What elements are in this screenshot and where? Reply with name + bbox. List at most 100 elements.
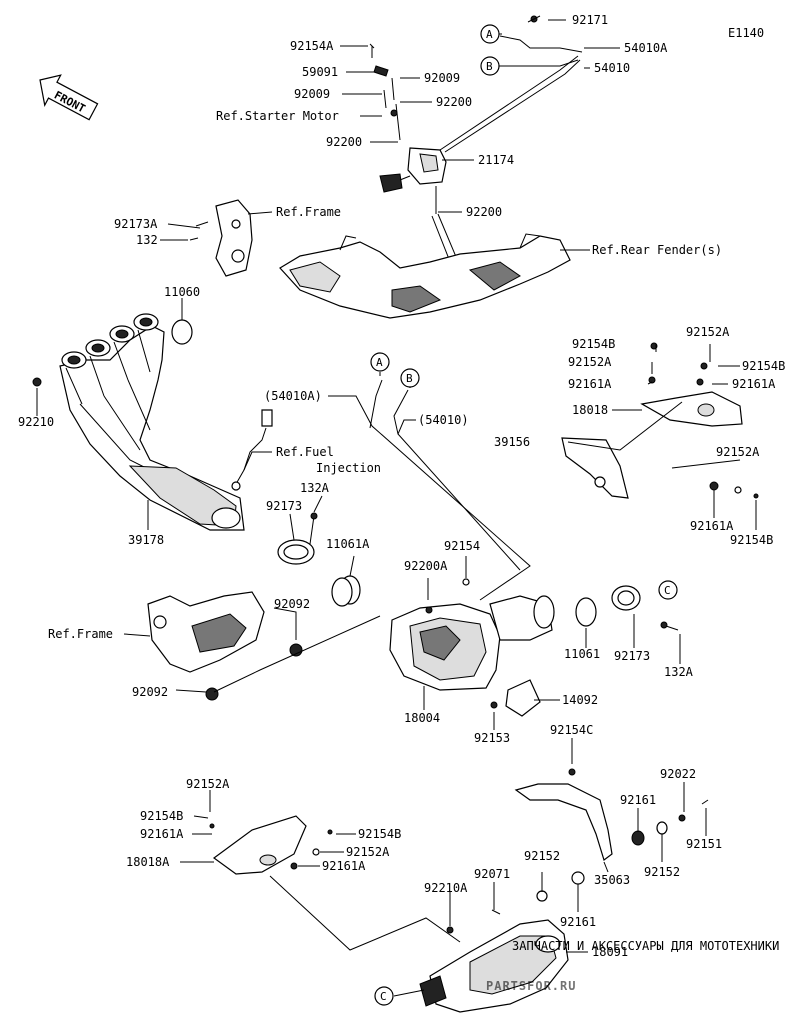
part-label: 35063 <box>594 873 630 887</box>
part-label: 18091 <box>592 945 628 959</box>
part-label: 21174 <box>478 153 514 167</box>
part-label: 92154B <box>572 337 615 351</box>
callout-a-top: A <box>480 24 500 44</box>
part-label: 132A <box>664 665 694 679</box>
callout-c-right-label: C <box>664 584 671 597</box>
part-label: (54010) <box>418 413 469 427</box>
part-label: Injection <box>316 461 381 475</box>
part-label: 92173 <box>614 649 650 663</box>
part-label: Ref.Rear Fender(s) <box>592 243 722 257</box>
part-label: Ref.Fuel <box>276 445 334 459</box>
part-label: 92154A <box>290 39 334 53</box>
watermark-tagline: ЗАПЧАСТИ И АКСЕССУАРЫ ДЛЯ МОТОТЕХНИКИ <box>512 939 779 953</box>
part-label: 54010 <box>594 61 630 75</box>
clamp-assembly-right <box>575 585 679 631</box>
exhaust-header-pipes <box>32 313 245 531</box>
part-label: 92200 <box>326 135 362 149</box>
part-label: 92154B <box>742 359 785 373</box>
part-label: 18004 <box>404 711 440 725</box>
part-label: 14092 <box>562 693 598 707</box>
part-label: 59091 <box>302 65 338 79</box>
callout-b-top: B <box>480 56 500 76</box>
callout-a-mid: A <box>370 352 390 372</box>
front-arrow-icon: FRONT <box>39 74 99 121</box>
part-label: 92152 <box>524 849 560 863</box>
diagram-code: E1140 <box>728 26 764 40</box>
callout-c-right: C <box>658 580 678 600</box>
part-label: Ref.Frame <box>276 205 341 219</box>
part-label: 11061 <box>564 647 600 661</box>
part-label: 92173A <box>114 217 158 231</box>
heat-guard-18018 <box>561 342 759 499</box>
callout-c-bottom: C <box>374 986 394 1006</box>
oxygen-sensor <box>231 409 273 491</box>
heat-guard-18018a <box>209 815 333 875</box>
part-label: 92210 <box>18 415 54 429</box>
part-label: 92161A <box>568 377 612 391</box>
part-label: 92171 <box>572 13 608 27</box>
silencer-bracket-35063 <box>514 768 709 902</box>
part-label: 11060 <box>164 285 200 299</box>
part-label: 92161 <box>560 915 596 929</box>
part-label: 18018A <box>126 855 170 869</box>
part-label: 92009 <box>294 87 330 101</box>
part-label: 92154B <box>730 533 773 547</box>
part-label: 92022 <box>660 767 696 781</box>
part-label: Ref.Frame <box>48 627 113 641</box>
part-label: 92151 <box>686 837 722 851</box>
part-label: 92154B <box>140 809 183 823</box>
clamp-92173 <box>277 512 318 565</box>
part-label: 92173 <box>266 499 302 513</box>
watermark-logo: PARTSFOR.RU <box>486 979 576 993</box>
part-label: 132A <box>300 481 330 495</box>
part-label: 92009 <box>424 71 460 85</box>
part-label: 92154B <box>358 827 401 841</box>
part-label: 92154 <box>444 539 480 553</box>
callout-c-bottom-label: C <box>380 990 387 1003</box>
part-label: 92200 <box>436 95 472 109</box>
part-label: 92161 <box>620 793 656 807</box>
part-label: 92161A <box>140 827 184 841</box>
part-label: 92161A <box>322 859 366 873</box>
silencer-18091 <box>419 909 569 1013</box>
callout-b-mid: B <box>400 368 420 388</box>
part-label: 132 <box>136 233 158 247</box>
gasket-11061a <box>331 575 361 607</box>
part-label: 92152 <box>644 865 680 879</box>
part-label: 39178 <box>128 533 164 547</box>
actuator-assembly <box>369 15 583 293</box>
frame-bracket-upper <box>189 199 253 277</box>
callout-b-mid-label: B <box>406 372 413 385</box>
part-label: 18018 <box>572 403 608 417</box>
part-label: 92071 <box>474 867 510 881</box>
part-label: 92152A <box>716 445 760 459</box>
part-label: 92161A <box>690 519 734 533</box>
part-label: 92152A <box>186 777 230 791</box>
part-label: 92161A <box>732 377 776 391</box>
part-label: 92153 <box>474 731 510 745</box>
part-label: 39156 <box>494 435 530 449</box>
leader-lines <box>36 19 757 997</box>
part-label: 54010A <box>624 41 668 55</box>
callout-a-mid-label: A <box>376 356 383 369</box>
part-label: 92210A <box>424 881 468 895</box>
part-label: 92152A <box>686 325 730 339</box>
part-label: 92154C <box>550 723 593 737</box>
part-label: (54010A) <box>264 389 322 403</box>
part-label: 92152A <box>568 355 612 369</box>
part-label: 11061A <box>326 537 370 551</box>
frame-bracket-lower <box>147 591 303 701</box>
watermark: ЗАПЧАСТИ И АКСЕССУАРЫ ДЛЯ МОТОТЕХНИКИ PA… <box>486 939 779 993</box>
callout-b-top-label: B <box>486 60 493 73</box>
part-label: 92200 <box>466 205 502 219</box>
exhaust-chamber-18004 <box>389 578 555 717</box>
part-label: 92092 <box>132 685 168 699</box>
callout-a-top-label: A <box>486 28 493 41</box>
part-label: 92092 <box>274 597 310 611</box>
part-label: 92200A <box>404 559 448 573</box>
rear-fender <box>279 233 571 319</box>
part-label: Ref.Starter Motor <box>216 109 339 123</box>
part-labels: 92154A 59091 92009 92009 92200 Ref.Start… <box>18 13 785 959</box>
part-label: 92152A <box>346 845 390 859</box>
